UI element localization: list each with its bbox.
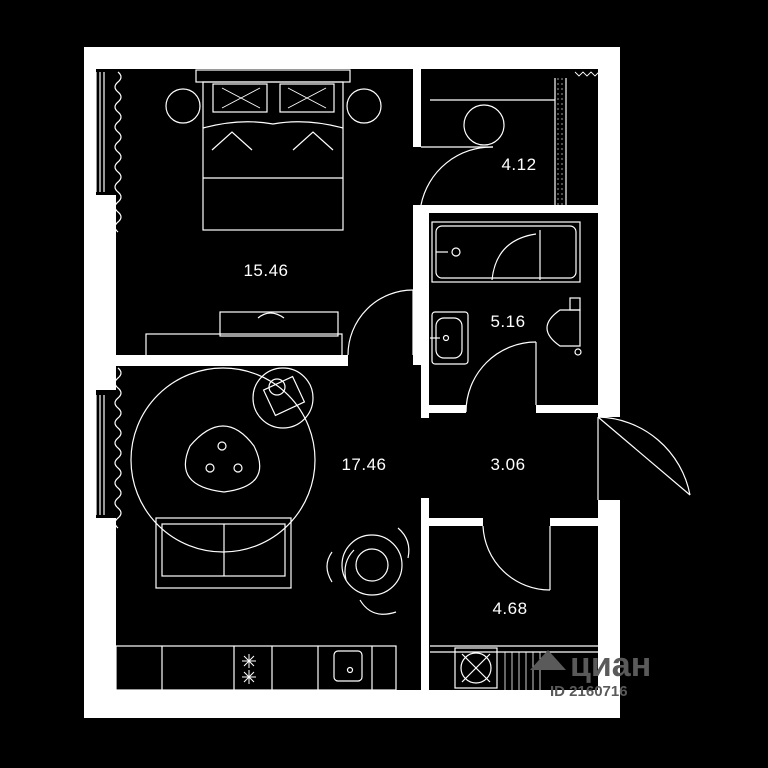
- toilet: [546, 297, 582, 356]
- watermark-brand: циан: [570, 646, 651, 684]
- sofa: [155, 517, 292, 589]
- watermark-id: ID 2160716: [550, 683, 628, 700]
- bedroom-door: [347, 289, 414, 356]
- kitchen-counter: [115, 645, 397, 691]
- hall-area: 3.06: [490, 455, 525, 474]
- armchair: [252, 367, 314, 429]
- wardrobe-fittings: [430, 71, 600, 205]
- washing-machine: [454, 647, 498, 689]
- bathtub: [431, 221, 581, 283]
- bedroom-window: [95, 71, 122, 233]
- wardrobe-area: 4.12: [501, 155, 536, 174]
- storage-door: [482, 525, 551, 591]
- bathroom-door: [465, 341, 537, 413]
- living-rug: [130, 367, 316, 553]
- bedroom-area: 15.46: [243, 261, 288, 280]
- room-labels: 15.46 4.12 5.16 17.46 3.06 4.68: [243, 155, 536, 618]
- dining-set: [326, 527, 410, 615]
- doors: [347, 146, 691, 591]
- bathroom-area: 5.16: [490, 312, 525, 331]
- living-window: [95, 367, 122, 529]
- walls: [84, 47, 620, 718]
- bathroom-sink: [430, 311, 469, 365]
- double-bed: [165, 69, 382, 231]
- storage-shelf: [430, 645, 598, 690]
- fixtures: [95, 69, 600, 691]
- cian-logo-icon: [530, 650, 566, 670]
- watermark: циан ID 2160716: [530, 646, 651, 700]
- wardrobe-door: [420, 146, 494, 206]
- entrance-door: [597, 416, 691, 500]
- living-area: 17.46: [341, 455, 386, 474]
- dresser: [145, 311, 343, 357]
- storage-area: 4.68: [492, 599, 527, 618]
